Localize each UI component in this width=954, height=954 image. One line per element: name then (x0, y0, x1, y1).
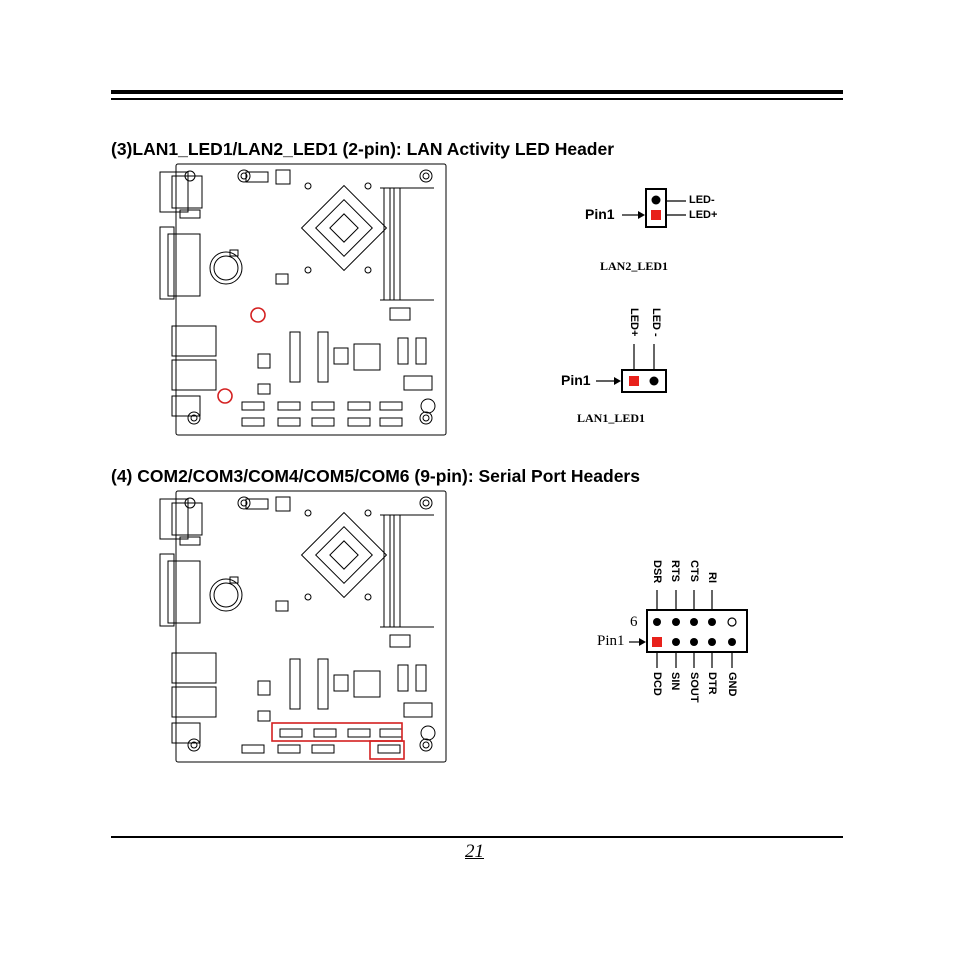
com-pin-dcd-label: DCD (651, 672, 663, 696)
com-pin-sin-label: SIN (669, 672, 681, 691)
lan1-led-header (596, 344, 667, 393)
lan1-led-plus-label: LED+ (628, 308, 640, 337)
com-pin-gnd-label: GND (726, 672, 738, 697)
lan2-pin1-label: Pin1 (585, 206, 615, 222)
com-pin1-label: Pin1 (597, 633, 625, 649)
header-rule-thin (111, 98, 843, 100)
com-serial-header (629, 590, 748, 668)
com-pin-cts-label: CTS (688, 560, 700, 582)
section4-heading: (4) COM2/COM3/COM4/COM5/COM6 (9-pin): Se… (111, 466, 640, 486)
lan1-led-minus-label: LED - (650, 308, 662, 337)
lan2-led-minus-label: LED- (689, 194, 715, 206)
header-rule-thick (111, 90, 843, 94)
board-diagram-com (159, 490, 447, 763)
lan1-pin1-label: Pin1 (561, 372, 591, 388)
lan1-caption: LAN1_LED1 (577, 411, 646, 425)
com-pin-rts-label: RTS (669, 560, 681, 582)
page-number: 21 (465, 841, 484, 862)
section3-heading: (3)LAN1_LED1/LAN2_LED1 (2-pin): LAN Acti… (111, 139, 615, 159)
lan2-caption: LAN2_LED1 (600, 259, 669, 273)
board-diagram-lan (159, 163, 447, 436)
footer-rule (111, 836, 843, 838)
com-pin-ri-label: RI (706, 572, 718, 583)
lan2-led-plus-label: LED+ (689, 209, 718, 221)
com-pin-dtr-label: DTR (706, 672, 718, 695)
lan2-led-header (622, 188, 686, 228)
com-pin-dsr-label: DSR (651, 560, 663, 584)
com-pin-six-label: 6 (630, 614, 638, 630)
com-pin-sout-label: SOUT (688, 672, 700, 703)
